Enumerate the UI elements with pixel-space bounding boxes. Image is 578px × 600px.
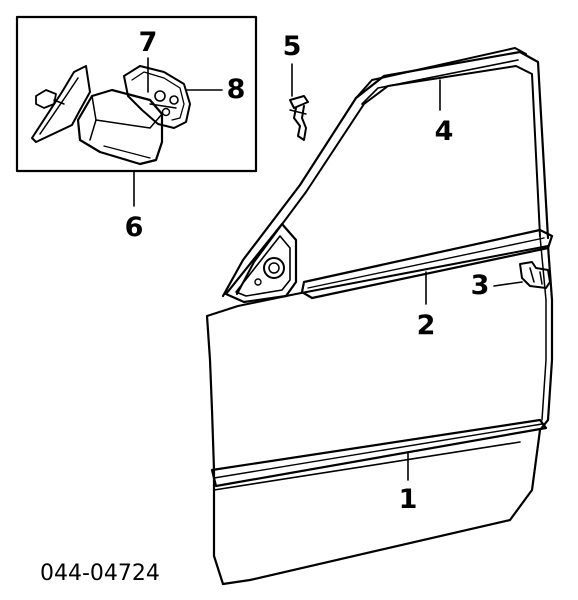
- callout-3: 3: [471, 270, 490, 301]
- callout-6: 6: [125, 212, 144, 243]
- callout-2: 2: [417, 310, 436, 341]
- callout-4: 4: [435, 116, 454, 147]
- door-clip-fastener: [289, 95, 309, 141]
- callout-1: 1: [399, 484, 418, 515]
- leader-lines: [133, 57, 523, 481]
- belt-molding: [300, 228, 554, 300]
- mirror-assembly: [31, 65, 164, 166]
- side-body-molding: [210, 418, 548, 491]
- mirror-inset-frame: [15, 15, 258, 173]
- door-corner-piece: [224, 222, 298, 304]
- door-window-frame: [221, 47, 550, 298]
- molding-clip: [519, 261, 551, 289]
- callout-7: 7: [139, 27, 158, 58]
- callout-5: 5: [283, 31, 302, 62]
- part-code-label: 044-04724: [40, 561, 160, 586]
- mirror-actuator: [149, 90, 179, 117]
- callout-8: 8: [227, 74, 246, 105]
- door-panel: [205, 235, 554, 586]
- mirror-glass: [123, 65, 191, 129]
